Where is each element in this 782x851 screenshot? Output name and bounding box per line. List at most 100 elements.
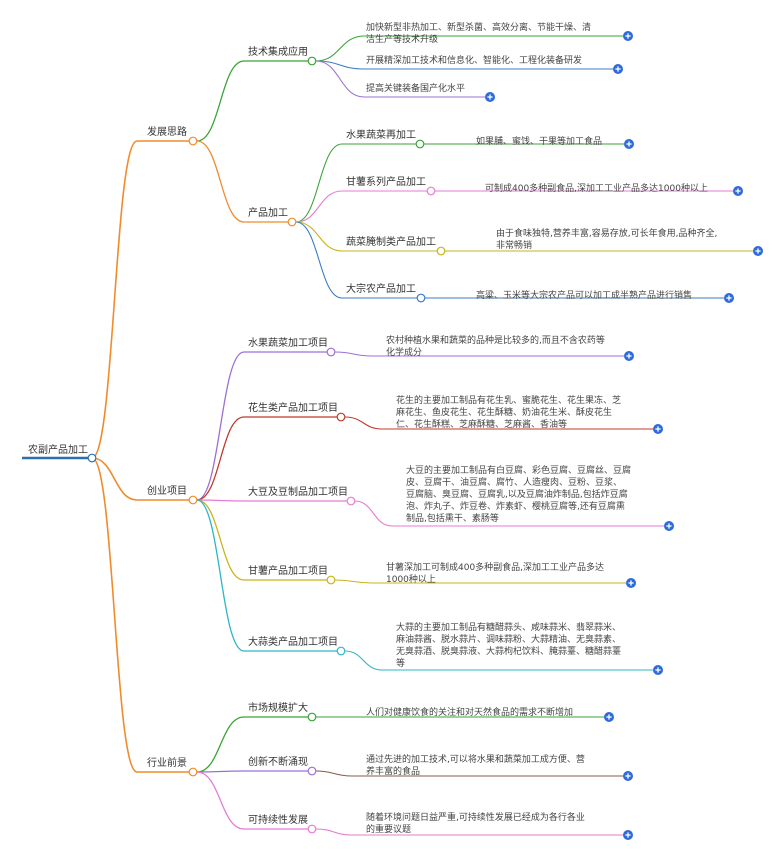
topic-node[interactable]	[336, 412, 346, 422]
topic-label: 可持续性发展	[248, 813, 308, 826]
leaf-text: 化学成分	[386, 346, 422, 358]
edge-topic-to-leaf	[315, 828, 353, 836]
edge-root-to-0	[91, 140, 138, 459]
subtopic-label: 甘薯系列产品加工	[346, 175, 426, 188]
edge-topic-to-leaf	[334, 351, 373, 357]
edge-branch-to-topic	[196, 499, 245, 652]
edge-topic-to-subtopic	[295, 143, 343, 223]
edge-topic-to-leaf	[354, 500, 393, 527]
edge-topic-to-leaf	[334, 579, 373, 584]
leaf-text: 等	[396, 657, 405, 669]
expand-plus-icon[interactable]	[613, 64, 623, 74]
topic-node[interactable]	[287, 217, 297, 227]
branch-node[interactable]	[188, 767, 198, 777]
expand-plus-icon[interactable]	[623, 771, 633, 781]
root-label: 农副产品加工	[28, 443, 88, 456]
branch-node[interactable]	[188, 136, 198, 146]
leaf-text: 加快新型非热加工、新型杀菌、高效分离、节能干燥、清	[366, 21, 591, 33]
edge-root-to-1	[91, 457, 138, 501]
leaf-text: 提高关键装备国产化水平	[366, 82, 465, 94]
topic-node[interactable]	[336, 646, 346, 656]
edge-branch-to-topic	[196, 771, 245, 830]
branch-node[interactable]	[188, 495, 198, 505]
leaf-text: 高粱、玉米等大宗农产品可以加工成半熟产品进行销售	[476, 289, 692, 301]
leaf-text: 泡、炸丸子、炸豆卷、炸素虾、樱桃豆腐等,还有豆腐熏	[406, 500, 625, 512]
subtopic-node[interactable]	[415, 139, 425, 149]
expand-plus-icon[interactable]	[664, 521, 674, 531]
topic-label: 产品加工	[248, 206, 288, 219]
leaf-text: 可制成400多种副食品,深加工工业产品多达1000种以上	[485, 182, 708, 194]
edge-branch-to-topic	[196, 416, 245, 501]
subtopic-node[interactable]	[436, 246, 446, 256]
leaf-text: 豆腐脑、臭豆腐、豆腐乳,以及豆腐油炸制品,包括炸豆腐	[406, 488, 628, 500]
leaf-text: 制品,包括熏干、素肠等	[406, 512, 499, 524]
leaf-text: 1000种以上	[386, 573, 436, 585]
leaf-text: 甘薯深加工可制成400多种副食品,深加工工业产品多达	[386, 561, 604, 573]
subtopic-label: 水果蔬菜再加工	[346, 129, 416, 141]
leaf-text: 麻油蒜酱、脱水蒜片、调味蒜粉、大蒜精油、无臭蒜素、	[396, 633, 621, 645]
branch-label: 发展思路	[147, 125, 187, 138]
leaf-text: 洁生产等技术升级	[366, 33, 438, 45]
expand-plus-icon[interactable]	[724, 293, 734, 303]
leaf-text: 大豆的主要加工制品有白豆腐、彩色豆腐、豆腐丝、豆腐	[406, 464, 631, 476]
topic-node[interactable]	[307, 712, 317, 722]
topic-label: 水果蔬菜加工项目	[248, 337, 328, 349]
expand-plus-icon[interactable]	[653, 424, 663, 434]
expand-plus-icon[interactable]	[624, 351, 634, 361]
edge-branch-to-topic	[196, 770, 245, 773]
leaf-text: 非常畅销	[496, 239, 532, 251]
mind-map-node-circles	[87, 56, 446, 834]
topic-node[interactable]	[307, 824, 317, 834]
topic-label: 技术集成应用	[248, 45, 308, 58]
edge-branch-to-topic	[196, 499, 245, 581]
leaf-text: 皮、豆腐干、油豆腐、腐竹、人造瘦肉、豆粉、豆浆、	[406, 476, 622, 488]
expand-plus-icon[interactable]	[626, 578, 636, 588]
topic-node[interactable]	[346, 496, 356, 506]
subtopic-label: 大宗农产品加工	[346, 282, 416, 295]
expand-plus-icon[interactable]	[624, 139, 634, 149]
edge-branch-to-topic	[196, 499, 245, 502]
subtopic-label: 蔬菜腌制类产品加工	[346, 235, 436, 248]
expand-plus-icon[interactable]	[733, 186, 743, 196]
expand-plus-icon[interactable]	[623, 830, 633, 840]
edge-topic-to-subtopic	[295, 190, 343, 223]
edge-topic-to-leaf	[315, 770, 353, 777]
topic-label: 甘薯产品加工项目	[248, 564, 328, 577]
topic-label: 创新不断涌现	[248, 755, 308, 768]
branch-label: 行业前景	[147, 756, 187, 769]
expand-plus-icon[interactable]	[623, 31, 633, 41]
subtopic-node[interactable]	[426, 186, 436, 196]
leaf-text: 随着环境问题日益严重,可持续性发展已经成为各行各业	[366, 811, 585, 823]
subtopic-node[interactable]	[416, 293, 426, 303]
topic-label: 大蒜类产品加工项目	[248, 635, 338, 648]
leaf-text: 养丰富的食品	[366, 765, 420, 777]
expand-plus-icon[interactable]	[753, 246, 763, 256]
topic-label: 花生类产品加工项目	[248, 401, 338, 414]
topic-node[interactable]	[307, 56, 317, 66]
edge-branch-to-topic	[196, 60, 245, 142]
leaf-text: 无臭蒜酒、脱臭蒜液、大蒜枸杞饮料、腌蒜薹、糖醋蒜薹	[396, 645, 621, 657]
mind-map-edges	[91, 35, 393, 836]
leaf-text: 开展精深加工技术和信息化、智能化、工程化装备研发	[366, 54, 582, 66]
edge-branch-to-topic	[196, 140, 245, 223]
edge-topic-to-leaf	[315, 60, 365, 98]
leaf-text: 麻花生、鱼皮花生、花生酥糖、奶油花生米、酥皮花生	[396, 406, 612, 418]
expand-plus-icon[interactable]	[604, 712, 614, 722]
edge-branch-to-topic	[196, 351, 245, 501]
edge-topic-to-leaf	[315, 35, 365, 62]
topic-label: 市场规模扩大	[248, 701, 308, 714]
expand-plus-icon[interactable]	[485, 92, 495, 102]
topic-node[interactable]	[326, 575, 336, 585]
leaf-text: 仁、花生酥糕、芝麻酥糖、芝麻酱、香油等	[396, 418, 567, 430]
edge-branch-to-topic	[196, 716, 245, 773]
edge-topic-to-subtopic	[295, 221, 343, 252]
root-node[interactable]	[87, 453, 97, 463]
leaf-text: 大蒜的主要加工制品有糖醋蒜头、咸味蒜米、翡翠蒜米、	[396, 621, 621, 633]
topic-node[interactable]	[307, 766, 317, 776]
edge-root-to-2	[91, 457, 138, 773]
topic-node[interactable]	[326, 347, 336, 357]
expand-plus-icon[interactable]	[653, 665, 663, 675]
edge-topic-to-leaf	[344, 416, 383, 430]
topic-label: 大豆及豆制品加工项目	[248, 485, 348, 498]
